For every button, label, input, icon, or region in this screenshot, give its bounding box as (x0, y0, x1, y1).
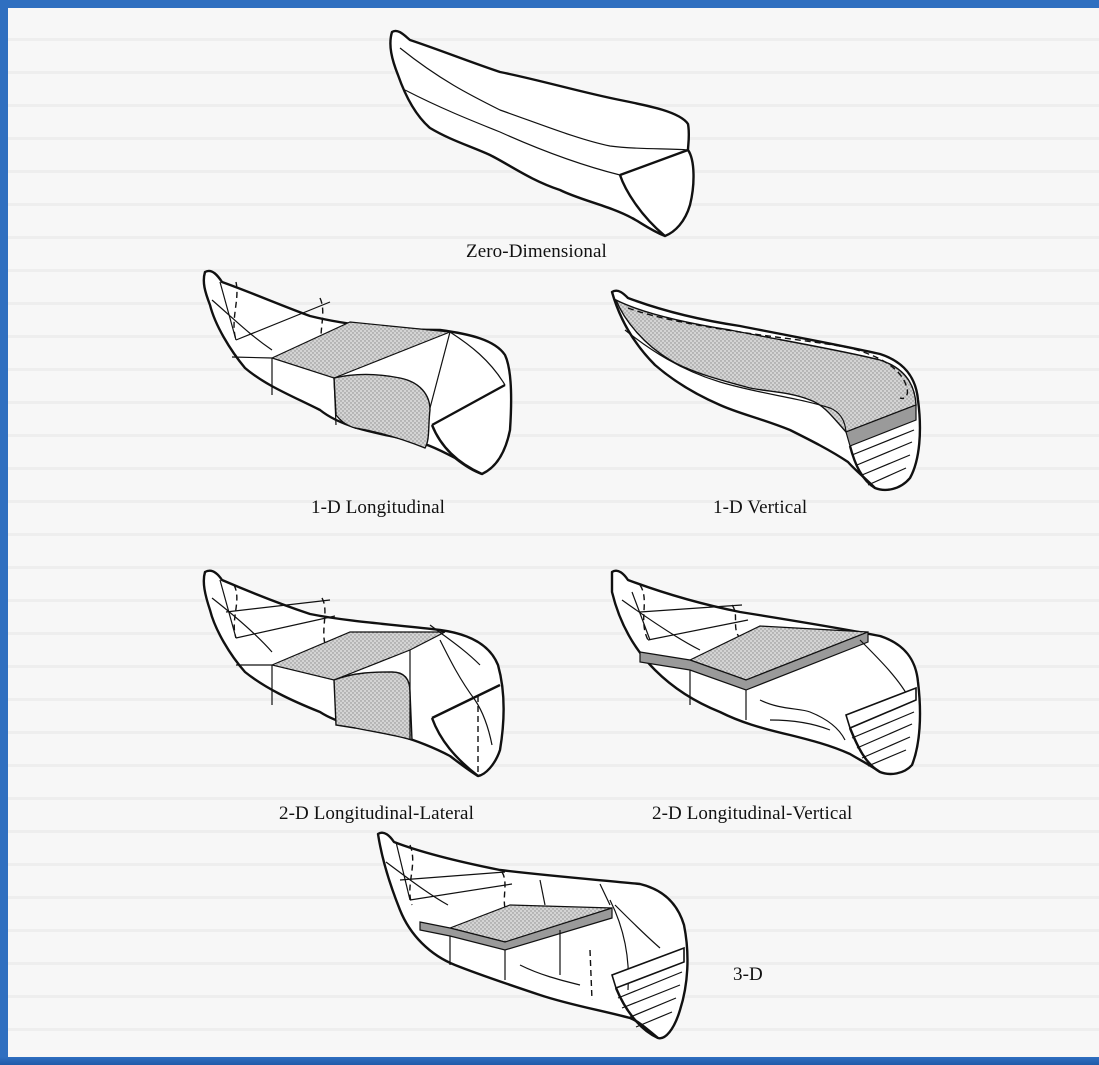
caption-1d-longitudinal: 1-D Longitudinal (311, 497, 445, 519)
model-dimensions-diagram (8, 8, 1099, 1057)
three-d-reservoir (378, 833, 687, 1039)
longitudinal-vertical-2d-reservoir (612, 571, 920, 774)
figure-page: Zero-Dimensional 1-D Longitudinal 1-D Ve… (8, 8, 1099, 1057)
longitudinal-1d-reservoir (204, 271, 511, 474)
vertical-1d-reservoir (612, 291, 920, 490)
zero-dimensional-reservoir (390, 31, 693, 236)
caption-1d-vertical: 1-D Vertical (713, 497, 807, 519)
caption-zero-dimensional: Zero-Dimensional (466, 241, 607, 263)
caption-2d-longitudinal-vertical: 2-D Longitudinal-Vertical (652, 803, 852, 825)
caption-2d-longitudinal-lateral: 2-D Longitudinal-Lateral (279, 803, 474, 825)
longitudinal-lateral-2d-reservoir (204, 571, 504, 776)
caption-3d: 3-D (733, 964, 763, 986)
window-frame-bottom (0, 1057, 1099, 1065)
